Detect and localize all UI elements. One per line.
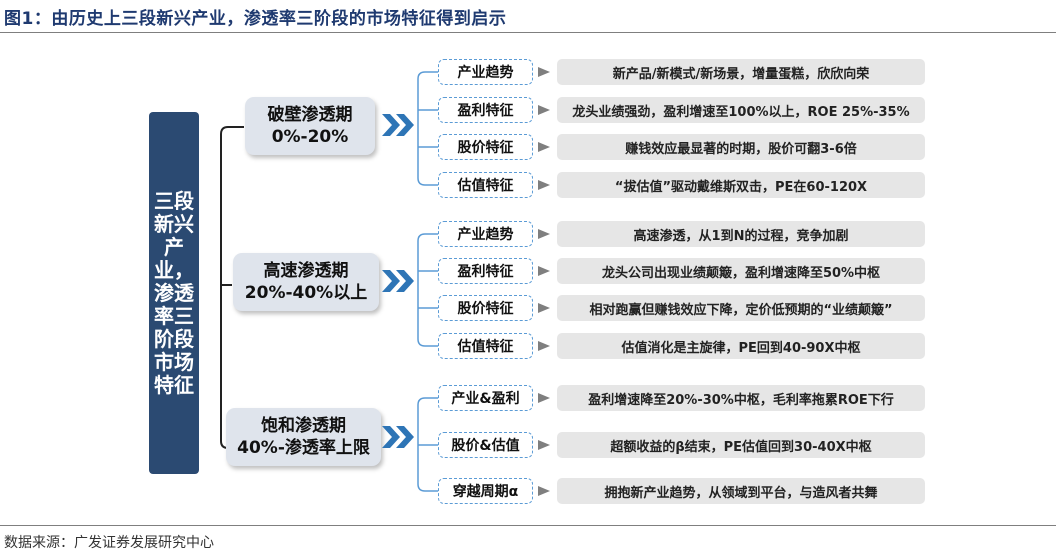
feature-label: 盈利特征 [438,258,533,284]
feature-description: 超额收益的β结束，PE估值回到30-40X中枢 [557,432,925,458]
row-arrow [538,393,550,403]
feature-description: 相对跑赢但赚钱效应下降，定价低预期的“业绩颠簸” [557,295,925,321]
source-note: 数据来源：广发证券发展研究中心 [4,535,214,551]
stage-name: 破壁渗透期 [267,105,353,125]
top-divider [0,32,1056,33]
feature-label: 产业&盈利 [438,385,533,411]
stage-range: 40%-渗透率上限 [237,438,370,458]
feature-description: 龙头公司出现业绩颠簸，盈利增速降至50%中枢 [557,258,925,284]
feature-description: 估值消化是主旋律，PE回到40-90X中枢 [557,333,925,359]
row-arrow [538,303,550,313]
stage-box-1: 破壁渗透期 0%-20% [245,97,375,155]
row-arrow [538,105,550,115]
feature-label: 估值特征 [438,333,533,359]
group2-bracket [417,233,438,347]
feature-label: 穿越周期α [438,478,533,504]
bottom-divider [0,525,1056,526]
row-arrow [538,180,550,190]
stage-range: 20%-40%以上 [244,283,368,303]
chevron-right-icon [382,114,414,136]
feature-description: “拔估值”驱动戴维斯双击，PE在60-120X [557,172,925,198]
feature-description: 赚钱效应最显著的时期，股价可翻3-6倍 [557,134,925,160]
feature-description: 拥抱新产业趋势，从领域到平台，与造风者共舞 [557,478,925,504]
feature-label: 盈利特征 [438,97,533,123]
feature-label: 股价&估值 [438,432,533,458]
feature-label: 产业趋势 [438,221,533,247]
row-arrow [538,229,550,239]
row-arrow [538,486,550,496]
group1-bracket [417,71,438,186]
stage-box-2: 高速渗透期 20%-40%以上 [233,253,379,311]
chevron-right-icon [382,426,414,448]
stage-box-3: 饱和渗透期 40%-渗透率上限 [226,408,381,466]
stage-name: 饱和渗透期 [261,416,346,436]
feature-label: 股价特征 [438,134,533,160]
stage-name: 高速渗透期 [263,261,349,281]
feature-description: 龙头业绩强劲，盈利增速至100%以上，ROE 25%-35% [557,97,925,123]
chevron-right-icon [382,270,414,292]
main-bracket [220,126,244,449]
feature-label: 估值特征 [438,172,533,198]
row-arrow [538,142,550,152]
feature-label: 股价特征 [438,295,533,321]
row-arrows [538,67,550,496]
figure-title: 图1：由历史上三段新兴产业，渗透率三阶段的市场特征得到启示 [4,9,507,29]
row-arrow [538,341,550,351]
feature-description: 盈利增速降至20%-30%中枢，毛利率拖累ROE下行 [557,385,925,411]
feature-description: 新产品/新模式/新场景，增量蛋糕，欣欣向荣 [557,59,925,85]
feature-label: 产业趋势 [438,59,533,85]
feature-description: 高速渗透，从1到N的过程，竞争加剧 [557,221,925,247]
row-arrow [538,440,550,450]
stage-range: 0%-20% [271,127,349,147]
row-arrow [538,67,550,77]
main-category-box: 三段新兴产业，渗透率三阶段市场特征 [149,112,199,474]
row-arrow [538,266,550,276]
